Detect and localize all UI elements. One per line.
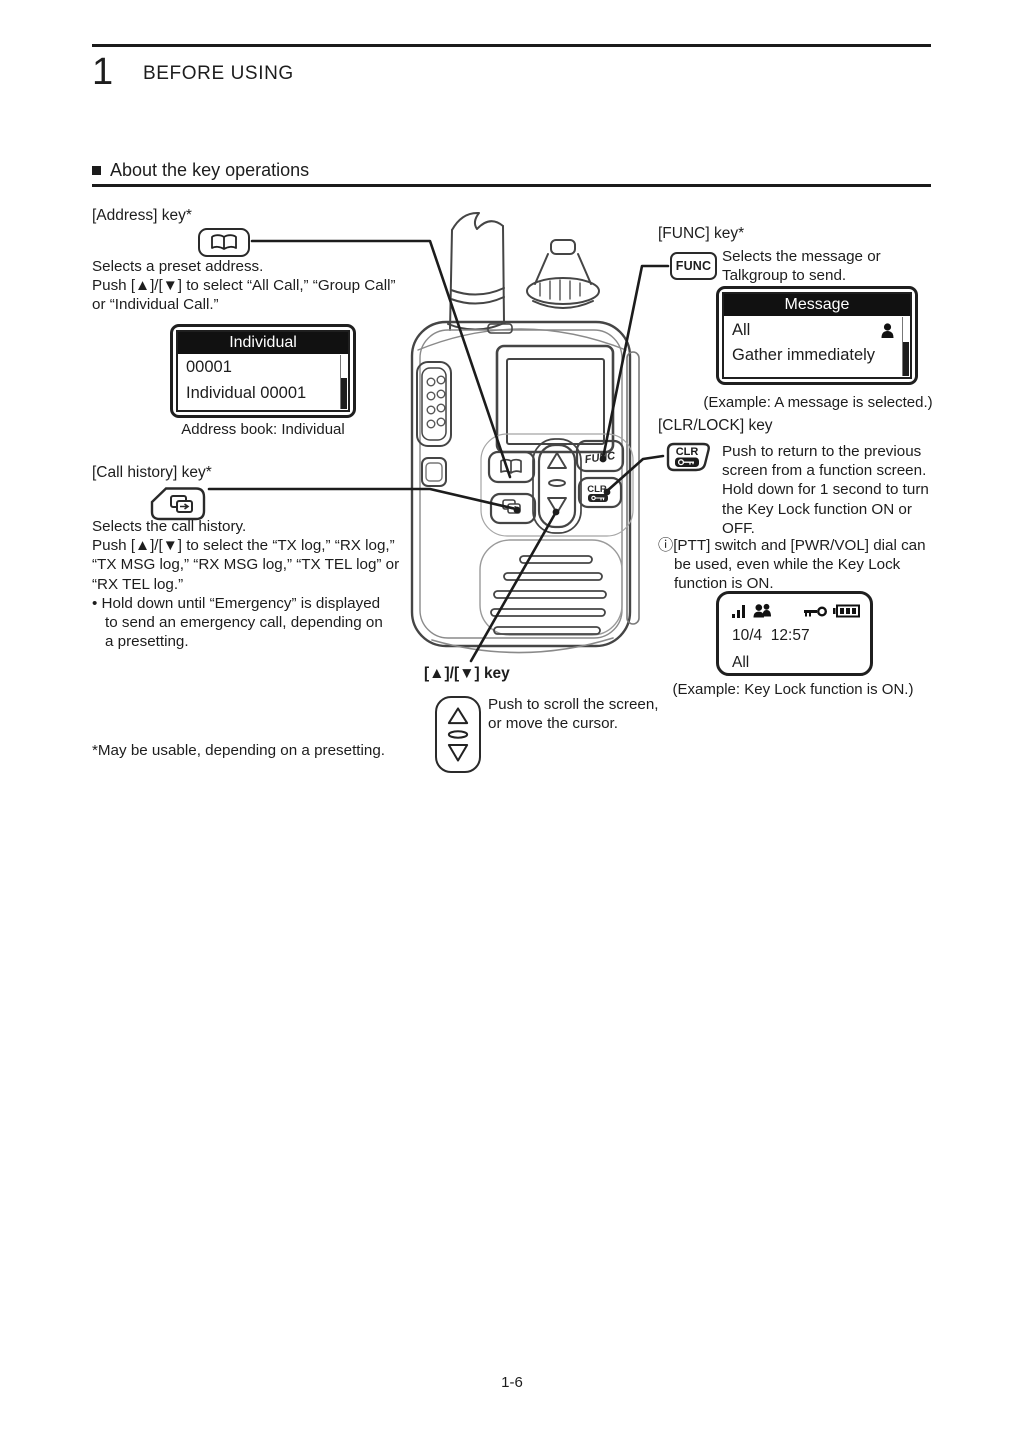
- call-history-bullet-line: to send an emergency call, depending on: [105, 614, 383, 632]
- func-desc-line: Talkgroup to send.: [722, 267, 847, 285]
- screen-row: 00001: [186, 358, 232, 376]
- func-desc-line: Selects the message or: [722, 248, 881, 265]
- up-arrow-icon: [447, 707, 469, 725]
- clr-desc-line: Hold down for 1 second to turn: [722, 481, 929, 499]
- leader-line-func: [601, 264, 670, 460]
- lcd-display: Message All Gather immediately: [722, 292, 912, 379]
- footnote: *May be usable, depending on a presettin…: [92, 742, 385, 759]
- individual-icon: [881, 323, 894, 338]
- ptt-note: ⓘ[PTT] switch and [PWR/VOL] dial can be …: [658, 536, 926, 594]
- talkgroup-icon: [753, 603, 773, 618]
- address-desc-line: Push [▲]/[▼] to select “All Call,” “Grou…: [92, 277, 396, 295]
- address-desc-line: Selects a preset address.: [92, 258, 264, 275]
- call-history-key-button: [148, 486, 208, 522]
- func-key-description: Selects the message or Talkgroup to send…: [722, 247, 881, 285]
- updown-key-description: Push to scroll the screen, or move the c…: [488, 695, 659, 733]
- clr-desc-line: screen from a function screen.: [722, 462, 927, 480]
- updown-desc-line: or move the cursor.: [488, 715, 618, 733]
- address-key-button: [198, 228, 250, 257]
- top-rule: [92, 44, 931, 47]
- leader-line-call-history: [207, 487, 518, 511]
- section-title: About the key operations: [110, 160, 310, 180]
- open-book-icon: [211, 233, 237, 250]
- screen-caption-keylock: (Example: Key Lock function is ON.): [672, 681, 914, 698]
- page-number: 1-6: [501, 1374, 523, 1391]
- screen-caption-individual: Address book: Individual: [181, 421, 345, 438]
- mini-status-screen: 10/4 12:57 All: [716, 591, 873, 676]
- leader-line-address: [250, 239, 512, 479]
- mini-screen-row: All: [732, 654, 750, 671]
- status-bar: [732, 603, 860, 618]
- screen-scrollbar: [340, 355, 347, 409]
- screen-row: Individual 00001: [186, 384, 307, 402]
- address-desc-line: or “Individual Call.”: [92, 296, 219, 314]
- battery-icon: [833, 604, 860, 618]
- ptt-note-line: be used, even while the Key Lock: [674, 556, 901, 574]
- section-rule: [92, 184, 931, 187]
- address-key-label: [Address] key*: [92, 207, 192, 224]
- leader-lines: [207, 239, 670, 663]
- call-history-bullet-line: • Hold down until “Emergency” is display…: [92, 595, 381, 612]
- screen-scrollbar-thumb: [903, 341, 909, 376]
- call-history-bullet-line: a presetting.: [105, 633, 189, 651]
- screen-title: Message: [724, 294, 910, 316]
- screen-row: Gather immediately: [732, 346, 876, 364]
- screen-row: All: [732, 321, 751, 339]
- call-history-desc-line: “RX TEL log.”: [92, 575, 184, 593]
- clr-key-label: [CLR/LOCK] key: [658, 417, 773, 434]
- lcd-screen-message: Message All Gather immediately: [716, 286, 918, 385]
- call-history-desc-line: “TX MSG log,” “RX MSG log,” “TX TEL log”…: [92, 556, 400, 574]
- key-lock-status-icon: [804, 605, 827, 618]
- radio-clr-key-label: CLR: [587, 484, 607, 495]
- call-history-note: • Hold down until “Emergency” is display…: [92, 594, 383, 652]
- clr-desc-line: Push to return to the previous: [722, 443, 922, 460]
- func-key-label: [FUNC] key*: [658, 225, 745, 242]
- screen-scrollbar-thumb: [341, 377, 347, 409]
- screen-title: Individual: [178, 332, 348, 354]
- section-bullet-icon: [92, 166, 101, 175]
- key-lock-icon: [675, 457, 699, 467]
- ptt-note-line: ⓘ[PTT] switch and [PWR/VOL] dial can: [658, 537, 926, 554]
- call-history-description: Selects the call history. Push [▲]/[▼] t…: [92, 517, 399, 594]
- updown-desc-line: Push to scroll the screen,: [488, 696, 659, 713]
- call-history-icon: [150, 487, 206, 521]
- updown-key-label: [▲]/[▼] key: [424, 665, 510, 682]
- clr-button-label: CLR: [676, 446, 699, 458]
- lcd-display: Individual 00001 Individual 00001: [176, 330, 350, 412]
- screen-body: 00001 Individual 00001: [178, 354, 348, 410]
- chapter-title: BEFORE USING: [143, 63, 294, 84]
- call-history-desc-line: Selects the call history.: [92, 518, 247, 535]
- call-history-desc-line: Push [▲]/[▼] to select the “TX log,” “RX…: [92, 537, 395, 555]
- screen-body: All Gather immediately: [724, 316, 910, 377]
- clr-desc-line: OFF.: [722, 519, 755, 537]
- chapter-number: 1: [92, 51, 114, 93]
- section-heading: About the key operations: [92, 160, 309, 181]
- lcd-screen-individual: Individual 00001 Individual 00001: [170, 324, 356, 418]
- clr-desc-line: the Key Lock function ON or: [722, 500, 912, 518]
- call-history-key-label: [Call history] key*: [92, 464, 212, 481]
- clr-key-button: CLR: [664, 441, 714, 473]
- up-down-arrows-icon: [447, 707, 469, 762]
- ptt-note-line: function is ON.: [674, 575, 774, 593]
- updown-key-button: [435, 696, 481, 773]
- signal-strength-icon: [732, 604, 747, 618]
- screen-caption-message: (Example: A message is selected.): [703, 394, 933, 411]
- leader-line-clr: [605, 454, 665, 493]
- datetime-text: 10/4 12:57: [732, 627, 810, 644]
- address-key-description: Selects a preset address. Push [▲]/[▼] t…: [92, 257, 396, 315]
- down-arrow-icon: [447, 743, 469, 762]
- leader-line-updown: [469, 510, 558, 663]
- screen-scrollbar: [902, 317, 909, 376]
- func-key-button: FUNC: [670, 252, 717, 280]
- clr-key-description: Push to return to the previous screen fr…: [722, 442, 929, 538]
